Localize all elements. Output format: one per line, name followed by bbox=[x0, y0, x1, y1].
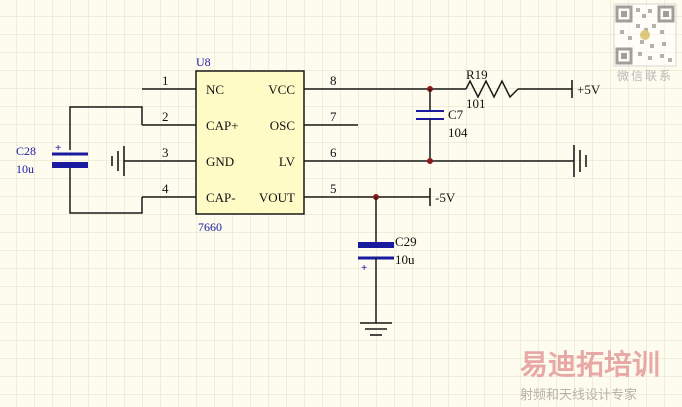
c29-plate-top bbox=[358, 242, 394, 248]
capacitor-c28[interactable]: + C28 10u bbox=[16, 106, 143, 214]
wire-pin4-c28 bbox=[69, 168, 143, 214]
qr-code-watermark bbox=[613, 3, 677, 67]
pin-5-number: 5 bbox=[330, 181, 337, 196]
c28-plate-bottom bbox=[52, 162, 88, 168]
c28-ref-label: C28 bbox=[16, 144, 36, 158]
c7-ref-label: C7 bbox=[448, 107, 464, 122]
ground-symbol-bottom bbox=[360, 322, 392, 336]
pin-1-number: 1 bbox=[162, 73, 169, 88]
pin-2-name: CAP+ bbox=[206, 118, 239, 133]
ic-body bbox=[195, 70, 305, 215]
capacitor-c7[interactable]: C7 104 bbox=[416, 89, 468, 161]
pin-5-name: VOUT bbox=[259, 190, 295, 205]
pin-6-name: LV bbox=[279, 154, 296, 169]
ground-symbol-right bbox=[573, 145, 587, 177]
pin-3-number: 3 bbox=[162, 145, 169, 160]
power-port-plus5v: +5V bbox=[571, 80, 601, 98]
ic-part-label: 7660 bbox=[198, 220, 222, 234]
ground-symbol-pin3 bbox=[111, 146, 142, 176]
pin-7-name: OSC bbox=[270, 118, 295, 133]
pin-1-name: NC bbox=[206, 82, 224, 97]
c29-polarity-plus: + bbox=[361, 262, 367, 274]
c29-ref-label: C29 bbox=[395, 234, 417, 249]
c29-value-label: 10u bbox=[395, 252, 415, 267]
ic-ref-label: U8 bbox=[196, 55, 211, 69]
junction-lv bbox=[427, 158, 433, 164]
pin-4-number: 4 bbox=[162, 181, 169, 196]
brand-watermark: 易迪拓培训 射频和天线设计专家 bbox=[520, 348, 660, 403]
c28-polarity-plus: + bbox=[55, 142, 61, 154]
pin-3-name: GND bbox=[206, 154, 234, 169]
brand-name: 易迪拓培训 bbox=[520, 348, 660, 381]
r19-zigzag bbox=[465, 79, 519, 99]
c7-value-label: 104 bbox=[448, 125, 468, 140]
ic-u8[interactable]: U8 7660 1 2 3 4 NC CAP+ GND CAP- 8 7 6 5… bbox=[142, 55, 358, 234]
resistor-r19[interactable]: R19 101 bbox=[465, 67, 519, 111]
pin-4-name: CAP- bbox=[206, 190, 236, 205]
pin-8-number: 8 bbox=[330, 73, 337, 88]
brand-tagline: 射频和天线设计专家 bbox=[520, 387, 637, 403]
r19-ref-label: R19 bbox=[466, 67, 488, 82]
vplus-label: +5V bbox=[577, 82, 601, 97]
capacitor-c29[interactable]: + C29 10u bbox=[358, 197, 417, 323]
power-port-minus5v: -5V bbox=[429, 188, 456, 206]
wire-pin2-c28 bbox=[69, 106, 143, 150]
pin-8-name: VCC bbox=[268, 82, 295, 97]
vminus-label: -5V bbox=[435, 190, 456, 205]
pin-6-number: 6 bbox=[330, 145, 337, 160]
pin-2-number: 2 bbox=[162, 109, 169, 124]
pin-7-number: 7 bbox=[330, 109, 337, 124]
c28-value-label: 10u bbox=[16, 162, 34, 176]
r19-value-label: 101 bbox=[466, 96, 486, 111]
qr-caption: 微信联系 bbox=[617, 69, 673, 83]
